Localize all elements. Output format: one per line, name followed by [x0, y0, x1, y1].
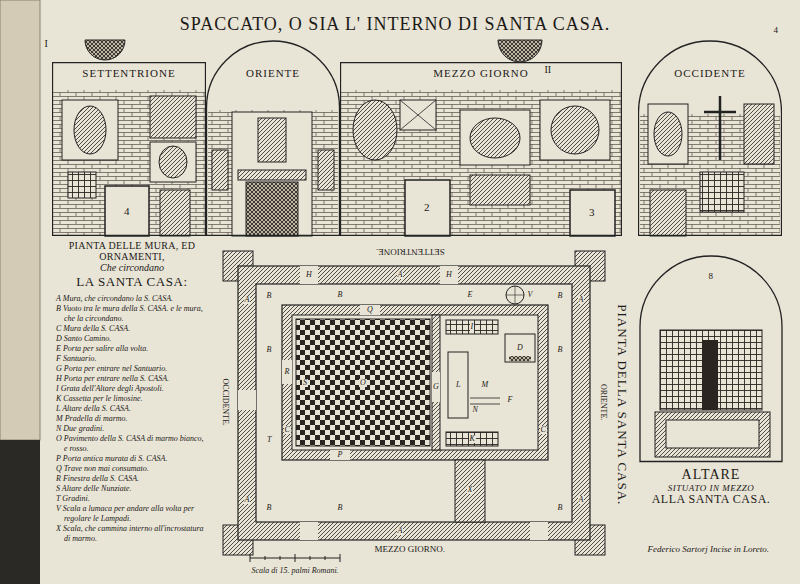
plan-letter: V — [527, 291, 534, 299]
legend-key-entry: X Scala, che cammina interno all'incrost… — [56, 524, 208, 544]
plan-letter: B — [557, 292, 564, 300]
legend-key-entry: K Cassetta per le limosine. — [56, 394, 208, 404]
legend-column: PIANTA DELLE MURA, ED ORNAMENTI,Che circ… — [56, 240, 208, 544]
plan-letter: G — [432, 383, 440, 391]
text-stack: OCCIDENTE — [638, 67, 782, 80]
elevation-panel: OCCIDENTE — [638, 40, 782, 236]
plan-letter: F — [507, 396, 514, 404]
plan-letter: M — [481, 381, 490, 389]
legend-key-entry: P Porta antica murata di S. CASA. — [56, 454, 208, 464]
legend-key-entry: C Mura della S. CASA. — [56, 324, 208, 334]
plan-letter: A — [397, 271, 404, 279]
elevation-panel: MEZZO GIORNO — [340, 62, 622, 236]
plan-letter: B — [266, 292, 273, 300]
imprint-note: Federico Sartorj Incise in Loreto. — [647, 545, 770, 554]
callout-number: 4 — [773, 26, 780, 35]
panel-heading: ALTARE — [680, 467, 743, 483]
plan-letter: H — [305, 271, 313, 279]
legend-heading: LA SANTA CASA: — [56, 274, 208, 290]
plan-letter: B — [337, 504, 344, 512]
panel-heading: OCCIDENTE — [672, 67, 747, 80]
panel-caption: SITUATO IN MEZZO — [666, 483, 757, 493]
plan-letter: S — [302, 379, 308, 387]
legend-key-entry: Q Trave non mai consumato. — [56, 464, 208, 474]
legend-key-entry: L Altare della S. CASA. — [56, 404, 208, 414]
plan-letter: I — [470, 323, 475, 331]
compass-label: MEZZO GIORNO. — [374, 545, 447, 554]
plan-letter: B — [337, 291, 344, 299]
plan-letter: A — [244, 496, 251, 504]
plan-letter: B — [266, 504, 273, 512]
text-stack: ORIENTE — [206, 67, 340, 80]
compass-label: ORIENTE. — [599, 383, 607, 421]
legend-key-entry: T Gradini. — [56, 494, 208, 504]
plan-letter: D — [516, 344, 524, 352]
compass-label: OCCIDENTE. — [220, 378, 228, 427]
text-stack: MEZZO GIORNO — [340, 67, 622, 80]
legend-key-entry: A Mura, che circondano la S. CASA. — [56, 294, 208, 304]
plan-letter: R — [284, 368, 291, 376]
plan-letter: P — [337, 451, 344, 459]
plan-letter: A — [578, 296, 585, 304]
callout-number: I — [44, 39, 49, 50]
plan-letter: B — [557, 504, 564, 512]
callout-number: II — [544, 65, 553, 76]
title-text: SPACCATO, O SIA L' INTERNO DI SANTA CASA… — [180, 15, 610, 35]
plan-letter: L — [455, 381, 461, 389]
callout-number: 4 — [123, 206, 131, 218]
legend-key-entry: M Pradella di marmo. — [56, 414, 208, 424]
compass-label: SETTENTRIONE. — [375, 247, 446, 256]
plan-letter: A — [244, 296, 251, 304]
plan-letter: H — [445, 271, 453, 279]
plan-letter: T — [266, 436, 272, 444]
legend-key-entry: D Santo Camino. — [56, 334, 208, 344]
callout-number: 2 — [423, 202, 431, 214]
legend-key-entry: V Scala a lumaca per andare alla volta p… — [56, 504, 208, 524]
imprint-note: Scala di 15. palmi Romani. — [251, 567, 340, 575]
plan-letter: Q — [366, 306, 374, 314]
plan-letter: K — [469, 435, 476, 443]
panel-heading: MEZZO GIORNO — [431, 67, 530, 80]
plan-letter: A — [397, 527, 404, 535]
legend-key-entry: O Pavimento della S. CASA di marmo bianc… — [56, 434, 208, 454]
plan-letter: B — [557, 346, 564, 354]
legend-key-entry: E Porta per salire alla volta. — [56, 344, 208, 354]
legend-key-entry: S Altare delle Nunziate. — [56, 484, 208, 494]
plan-letter: O — [359, 379, 367, 387]
legend-heading: PIANTA DELLE MURA, ED ORNAMENTI, — [56, 240, 208, 262]
legend-key-entry: R Finestra della S. CASA. — [56, 474, 208, 484]
plan-letter: X — [467, 486, 474, 494]
plan-letter: C — [284, 426, 291, 434]
panel-heading: ORIENTE — [244, 67, 302, 80]
legend-key-entry: F Santuario. — [56, 354, 208, 364]
legend-key-entry: H Porta per entrare nella S. CASA. — [56, 374, 208, 384]
plan-letter: A — [578, 496, 585, 504]
compass-label: PIANTA DELLA SANTA CASA. — [615, 303, 629, 506]
panel-heading: SETTENTRIONE — [80, 67, 177, 80]
plan-letter: E — [467, 291, 474, 299]
callout-number: 8 — [708, 272, 715, 281]
panel-caption: ALLA SANTA CASA. — [650, 493, 773, 507]
elevation-panel: ORIENTE — [206, 40, 340, 236]
legend-key-entry: N Due gradini. — [56, 424, 208, 434]
plan-letter: C — [540, 426, 547, 434]
legend-key-entry: I Grata dell'Altare degli Apostoli. — [56, 384, 208, 394]
text-stack: SETTENTRIONE — [52, 67, 206, 80]
text-stack: ALTARESITUATO IN MEZZOALLA SANTA CASA. — [636, 467, 786, 507]
legend-key-entry: B Vuoto tra le mura della S. CASA. e le … — [56, 304, 208, 324]
elevation-panel: ALTARESITUATO IN MEZZOALLA SANTA CASA. — [636, 255, 786, 520]
panel-outline — [340, 62, 622, 236]
legend-heading: Che circondano — [56, 262, 208, 274]
callout-number: 3 — [588, 207, 596, 219]
plan-letter: N — [472, 406, 479, 414]
plan-letter: B — [266, 346, 273, 354]
legend-key-entry: G Porta per entrare nel Santuario. — [56, 364, 208, 374]
